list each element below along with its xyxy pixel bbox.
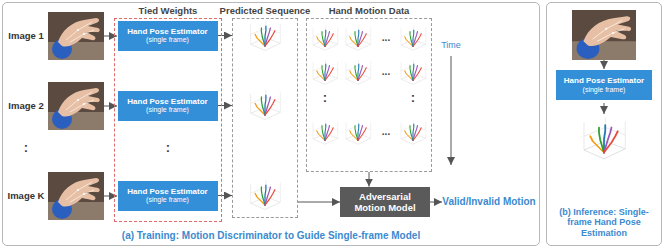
flow-arrow bbox=[218, 105, 233, 106]
panel-caption: (a) Training: Motion Discriminator to Gu… bbox=[3, 230, 539, 242]
flow-arrow bbox=[298, 202, 340, 203]
flow-arrow bbox=[369, 172, 370, 187]
process-box: Hand Pose Estimator(single frame) bbox=[118, 21, 218, 51]
hand-photo bbox=[48, 172, 104, 220]
hand-skeleton bbox=[313, 120, 338, 145]
hand-skeleton bbox=[584, 118, 625, 159]
hand-skeleton bbox=[401, 120, 426, 145]
output-arrow bbox=[604, 103, 605, 114]
discriminator-box: Adversarial Motion Model bbox=[340, 187, 430, 218]
output-label: Valid/Invalid Motion bbox=[442, 196, 536, 208]
box-label: Hand Pose Estimator bbox=[564, 76, 644, 85]
process-box: Hand Pose Estimator(single frame) bbox=[118, 91, 218, 121]
process-box: Hand Pose Estimator(single frame) bbox=[556, 70, 652, 100]
sequence-group: Predicted Sequence bbox=[232, 18, 298, 218]
inference-panel: (b) Inference: Single-frame Hand Pose Es… bbox=[546, 2, 662, 246]
continuation-dots: ... bbox=[375, 32, 397, 44]
process-box: Hand Pose Estimator(single frame) bbox=[118, 181, 218, 211]
box-sublabel: (single frame) bbox=[583, 86, 626, 94]
hand-photo bbox=[48, 12, 104, 60]
box-label: Predicted Sequence bbox=[220, 5, 311, 16]
hand-skeleton bbox=[251, 180, 281, 210]
box-label: Hand Pose Estimator bbox=[127, 97, 207, 106]
box-label: Adversarial Motion Model bbox=[346, 191, 424, 214]
hand-skeleton bbox=[346, 120, 371, 145]
continuation-dots: : bbox=[398, 90, 428, 106]
axis-label: Time bbox=[436, 40, 466, 51]
hand-photo bbox=[48, 82, 104, 130]
box-label: Hand Pose Estimator bbox=[127, 187, 207, 196]
box-sublabel: (single frame) bbox=[146, 36, 189, 44]
hand-skeleton bbox=[251, 21, 281, 51]
hand-skeleton bbox=[346, 60, 371, 85]
image-label: Image 1 bbox=[4, 30, 48, 41]
hand-skeleton bbox=[313, 26, 338, 51]
panel-caption: (b) Inference: Single-frame Hand Pose Es… bbox=[551, 207, 657, 239]
image-label: Image 2 bbox=[4, 100, 48, 111]
output-arrow bbox=[430, 202, 442, 203]
continuation-dots: : bbox=[4, 140, 48, 156]
input-arrow bbox=[604, 60, 605, 69]
input-arrow bbox=[104, 106, 117, 107]
flow-arrow bbox=[218, 35, 233, 36]
continuation-dots: ... bbox=[375, 66, 397, 78]
continuation-dots: : bbox=[148, 140, 188, 156]
hand-skeleton bbox=[251, 90, 281, 120]
hand-photo bbox=[572, 10, 636, 60]
continuation-dots: ... bbox=[375, 126, 397, 138]
input-arrow bbox=[104, 36, 117, 37]
input-arrow bbox=[104, 196, 117, 197]
tied-weights-group: Tied WeightsHand Pose Estimator(single f… bbox=[114, 18, 222, 222]
box-sublabel: (single frame) bbox=[146, 106, 189, 114]
box-label: Hand Motion Data bbox=[329, 5, 410, 16]
continuation-dots: : bbox=[310, 90, 340, 106]
flow-arrow bbox=[218, 195, 233, 196]
hand-skeleton bbox=[313, 60, 338, 85]
hand-skeleton bbox=[346, 26, 371, 51]
image-label: Image K bbox=[4, 190, 48, 201]
box-label: Hand Pose Estimator bbox=[127, 27, 207, 36]
time-arrow bbox=[451, 56, 452, 165]
box-sublabel: (single frame) bbox=[146, 196, 189, 204]
training-panel: (a) Training: Motion Discriminator to Gu… bbox=[2, 2, 540, 246]
hand-skeleton bbox=[401, 60, 426, 85]
box-label: Tied Weights bbox=[139, 5, 198, 16]
hand-skeleton bbox=[401, 26, 426, 51]
